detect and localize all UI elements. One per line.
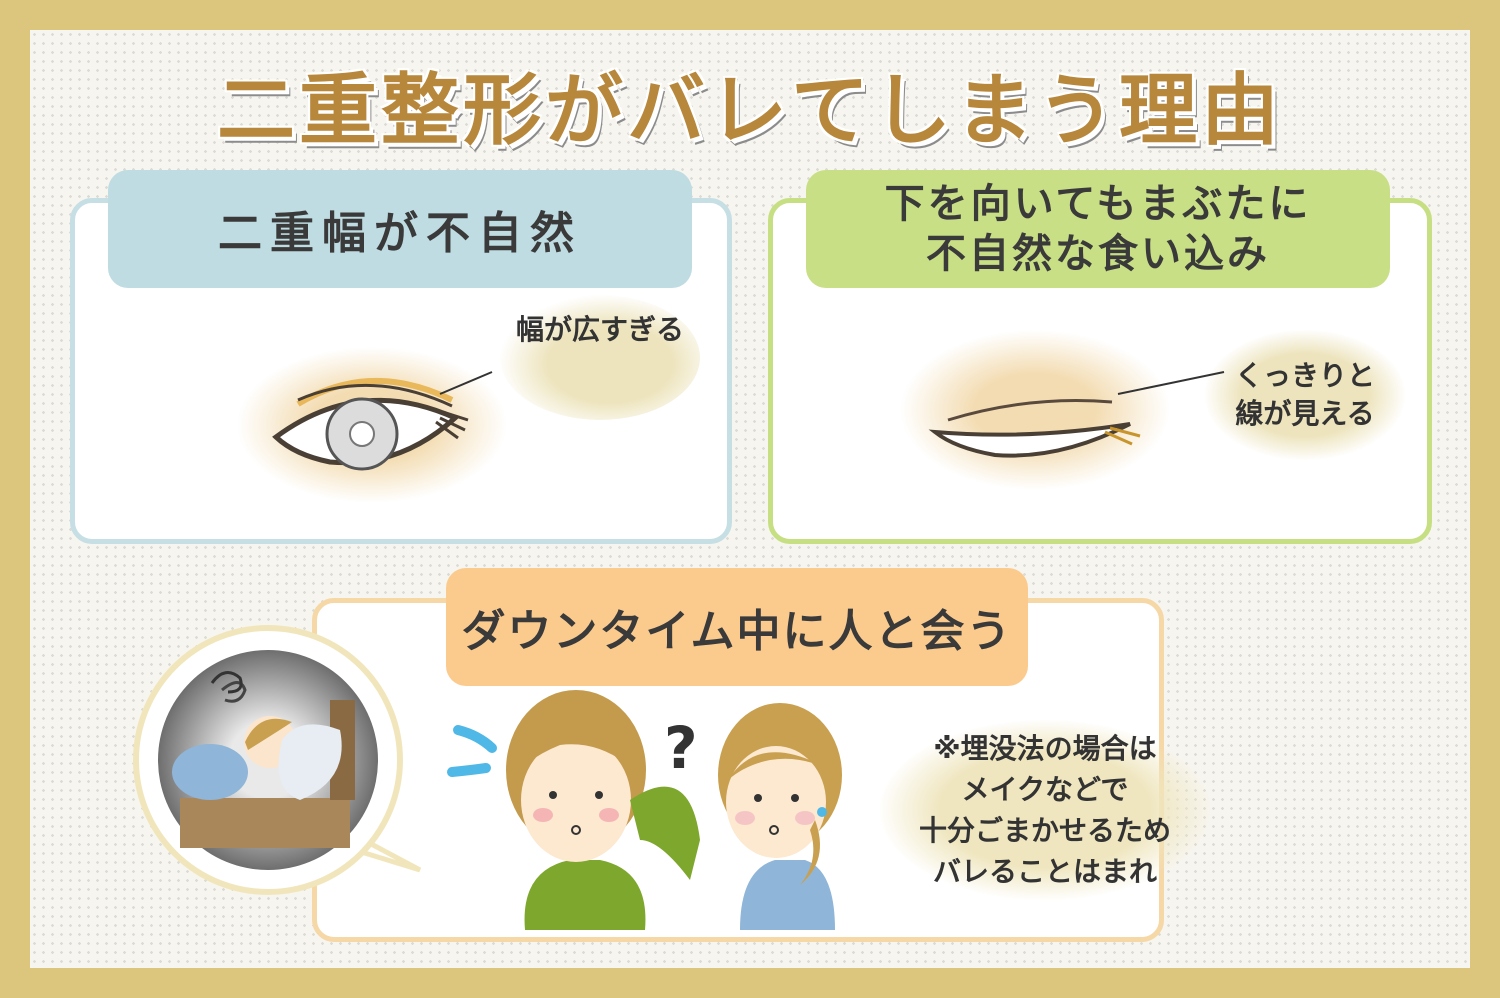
woman-icon <box>718 703 842 930</box>
question-mark-icon: ? <box>664 714 698 782</box>
closed-eye-icon <box>900 330 1225 490</box>
open-eye-icon <box>237 347 507 503</box>
lookdown-note-line2: 線が見える <box>1235 397 1375 430</box>
lookdown-label-line2: 不自然な食い込み <box>926 231 1270 277</box>
dizzy-swirl-icon <box>210 671 243 694</box>
lookdown-panel-label: 下を向いてもまぶたに 不自然な食い込み <box>806 170 1390 288</box>
downtime-note: ※埋没法の場合は メイクなどで 十分ごまかせるため バレることはまれ <box>880 720 1210 900</box>
worried-woman-icon <box>506 690 700 930</box>
downtime-note-line2: メイクなどで <box>961 773 1129 806</box>
downtime-note-line1: ※埋没法の場合は <box>933 732 1157 765</box>
lookdown-note: くっきりと 線が見える <box>1205 330 1405 460</box>
width-note: 幅が広すぎる <box>500 295 700 420</box>
svg-text:?: ? <box>664 714 698 782</box>
lookdown-note-line1: くっきりと <box>1234 359 1375 392</box>
downtime-note-line3: 十分ごまかせるため <box>918 814 1171 847</box>
sweat-drops-icon <box>447 725 497 777</box>
lookdown-label-line1: 下を向いてもまぶたに <box>884 181 1312 227</box>
downtime-panel-label: ダウンタイム中に人と会う <box>446 568 1028 686</box>
downtime-note-line4: バレることはまれ <box>932 855 1157 888</box>
width-panel-label: 二重幅が不自然 <box>108 170 692 288</box>
sleeping-woman-icon <box>133 625 422 895</box>
page-title: 二重整形がバレてしまう理由 <box>216 66 1283 156</box>
width-note-text: 幅が広すぎる <box>515 312 684 346</box>
